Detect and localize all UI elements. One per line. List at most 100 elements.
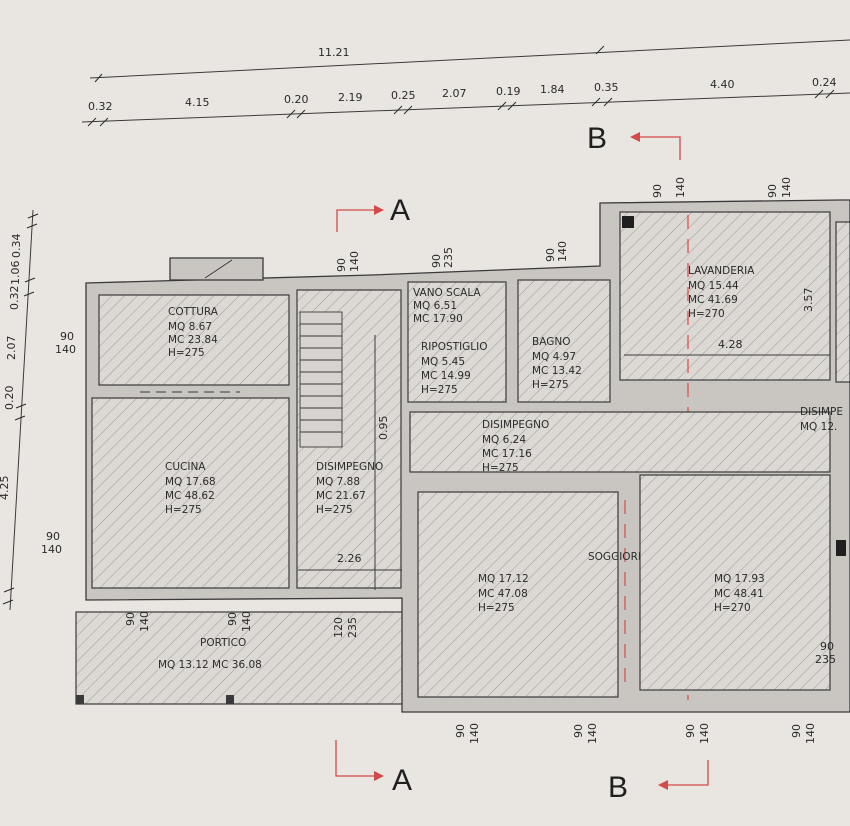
room-soggiorno-right: MQ 17.93 MC 48.41 H=270 <box>639 474 846 691</box>
door-235: 235 <box>346 617 359 638</box>
dim-seg-10: 4.40 <box>710 78 735 91</box>
section-a-bottom-label: A <box>392 764 412 797</box>
vano-scala-mc: MC 17.90 <box>413 313 463 325</box>
ripostiglio-h: H=275 <box>421 384 458 396</box>
door-right-90: 90 <box>820 640 834 653</box>
cottura-mc: MC 23.84 <box>168 334 218 346</box>
bagno-mq: MQ 4.97 <box>532 351 576 363</box>
opening-labels: 90 140 90 140 90 140 90 235 90 140 90 14… <box>41 177 836 744</box>
win-scala-90: 90 <box>335 258 348 272</box>
portico-values: MQ 13.12 MC 36.08 <box>158 659 262 671</box>
cottura-mq: MQ 8.67 <box>168 321 212 333</box>
cottura-h: H=275 <box>168 347 205 359</box>
win-portico-90: 90 <box>124 612 137 626</box>
bagno-h: H=275 <box>532 379 569 391</box>
win-lav-140: 140 <box>674 177 687 198</box>
door-120: 120 <box>332 617 345 638</box>
win-sogr2-140: 140 <box>804 723 817 744</box>
cucina-mc: MC 48.62 <box>165 490 215 502</box>
room-soggiorno: SOGGIORNO MQ 17.12 MC 47.08 H=275 <box>417 491 654 698</box>
section-a-top: A <box>336 194 410 232</box>
room-vano-scala: VANO SCALA MQ 6.51 MC 17.90 RIPOSTIGLIO … <box>407 281 507 403</box>
win-sogr-90: 90 <box>684 724 697 738</box>
left-seg-6: 4.25 <box>0 476 11 501</box>
left-seg-5: 0.20 <box>3 386 16 411</box>
section-b-bottom-label: B <box>608 771 628 804</box>
win-cottura-90: 90 <box>60 330 74 343</box>
bagno-name: BAGNO <box>532 336 570 348</box>
win-vano-90: 90 <box>430 254 443 268</box>
win-lav2-90: 90 <box>766 184 779 198</box>
left-seg-1: 0.34 <box>10 234 23 259</box>
dim-seg-9: 0.35 <box>594 81 619 94</box>
win-cucina-140: 140 <box>41 543 62 556</box>
ripostiglio-mc: MC 14.99 <box>421 370 471 382</box>
win-sog-140: 140 <box>468 723 481 744</box>
left-seg-4: 2.07 <box>5 336 18 361</box>
win-bagno-90: 90 <box>544 248 557 262</box>
left-dimension-line: 0.34 1.06 0.32 2.07 0.20 4.25 <box>0 209 39 611</box>
dim-seg-8: 1.84 <box>540 83 565 96</box>
win-bagno-140: 140 <box>556 241 569 262</box>
section-b-bottom: B <box>608 760 709 804</box>
lavanderia-width-dim: 4.28 <box>718 338 743 351</box>
win-scala-140: 140 <box>348 251 361 272</box>
chimney-block <box>169 257 264 281</box>
vano-scala-name: VANO SCALA <box>413 287 481 299</box>
disimpegno-1-mq: MQ 7.88 <box>316 476 360 488</box>
win-lav-90: 90 <box>651 184 664 198</box>
disimpegno-2-mc: MC 17.16 <box>482 448 532 460</box>
portico-name: PORTICO <box>200 637 246 649</box>
win-sogr2-90: 90 <box>790 724 803 738</box>
lavanderia-mq: MQ 15.44 <box>688 280 739 292</box>
top-dimension-lines: 11.21 0.32 4.15 0.20 2.19 0.25 2.07 0.19… <box>81 39 850 127</box>
dim-seg-5: 0.25 <box>391 89 416 102</box>
room-disimpegno-1: 0.95 DISIMPEGNO MQ 7.88 MC 21.67 H=275 2… <box>296 289 402 590</box>
win-cottura-140: 140 <box>55 343 76 356</box>
disimpegno-1-name: DISIMPEGNO <box>316 461 383 473</box>
dim-seg-6: 2.07 <box>442 87 467 100</box>
win-lav2-140: 140 <box>780 177 793 198</box>
win-portico2-90: 90 <box>226 612 239 626</box>
disimpegno-3-mq: MQ 12. <box>800 421 837 433</box>
disimpegno-3-name: DISIMPE <box>800 406 843 418</box>
ripostiglio-name: RIPOSTIGLIO <box>421 341 488 353</box>
soggiorno-right-mc: MC 48.41 <box>714 588 764 600</box>
soggiorno-right-h: H=270 <box>714 602 751 614</box>
soggiorno-name: SOGGIORNO <box>588 551 654 563</box>
left-seg-2: 1.06 <box>9 261 22 286</box>
section-b-top: B <box>587 122 681 160</box>
soggiorno-mq: MQ 17.12 <box>478 573 529 585</box>
lavanderia-h: H=270 <box>688 308 725 320</box>
win-sog-90: 90 <box>454 724 467 738</box>
dim-seg-11: 0.24 <box>812 76 837 89</box>
win-cucina-90: 90 <box>46 530 60 543</box>
lavanderia-name: LAVANDERIA <box>688 265 755 277</box>
lavanderia-mc: MC 41.69 <box>688 294 738 306</box>
ripostiglio-mq: MQ 5.45 <box>421 356 465 368</box>
room-cucina: CUCINA MQ 17.68 MC 48.62 H=275 <box>91 391 290 589</box>
room-partial-right <box>835 221 850 383</box>
room-cottura: COTTURA MQ 8.67 MC 23.84 H=275 <box>98 294 290 386</box>
win-sog2-140: 140 <box>586 723 599 744</box>
left-seg-3: 0.32 <box>8 286 21 311</box>
section-a-bottom: A <box>335 740 412 797</box>
total-width-label: 11.21 <box>318 46 350 59</box>
soggiorno-h: H=275 <box>478 602 515 614</box>
win-portico2-140: 140 <box>240 611 253 632</box>
door-right-235: 235 <box>815 653 836 666</box>
dim-seg-7: 0.19 <box>496 85 521 98</box>
soggiorno-mc: MC 47.08 <box>478 588 528 600</box>
portico-area: PORTICO MQ 13.12 MC 36.08 <box>75 611 404 705</box>
dim-seg-4: 2.19 <box>338 91 363 104</box>
dim-seg-1: 0.32 <box>88 100 113 113</box>
win-portico-140: 140 <box>138 611 151 632</box>
room-portico <box>75 611 404 705</box>
lavanderia-height-dim: 3.57 <box>802 288 815 313</box>
cucina-h: H=275 <box>165 504 202 516</box>
section-a-top-label: A <box>390 194 410 227</box>
room-bagno: BAGNO MQ 4.97 MC 13.42 H=275 <box>517 279 611 403</box>
disimpegno-2-mq: MQ 6.24 <box>482 434 526 446</box>
cucina-name: CUCINA <box>165 461 206 473</box>
